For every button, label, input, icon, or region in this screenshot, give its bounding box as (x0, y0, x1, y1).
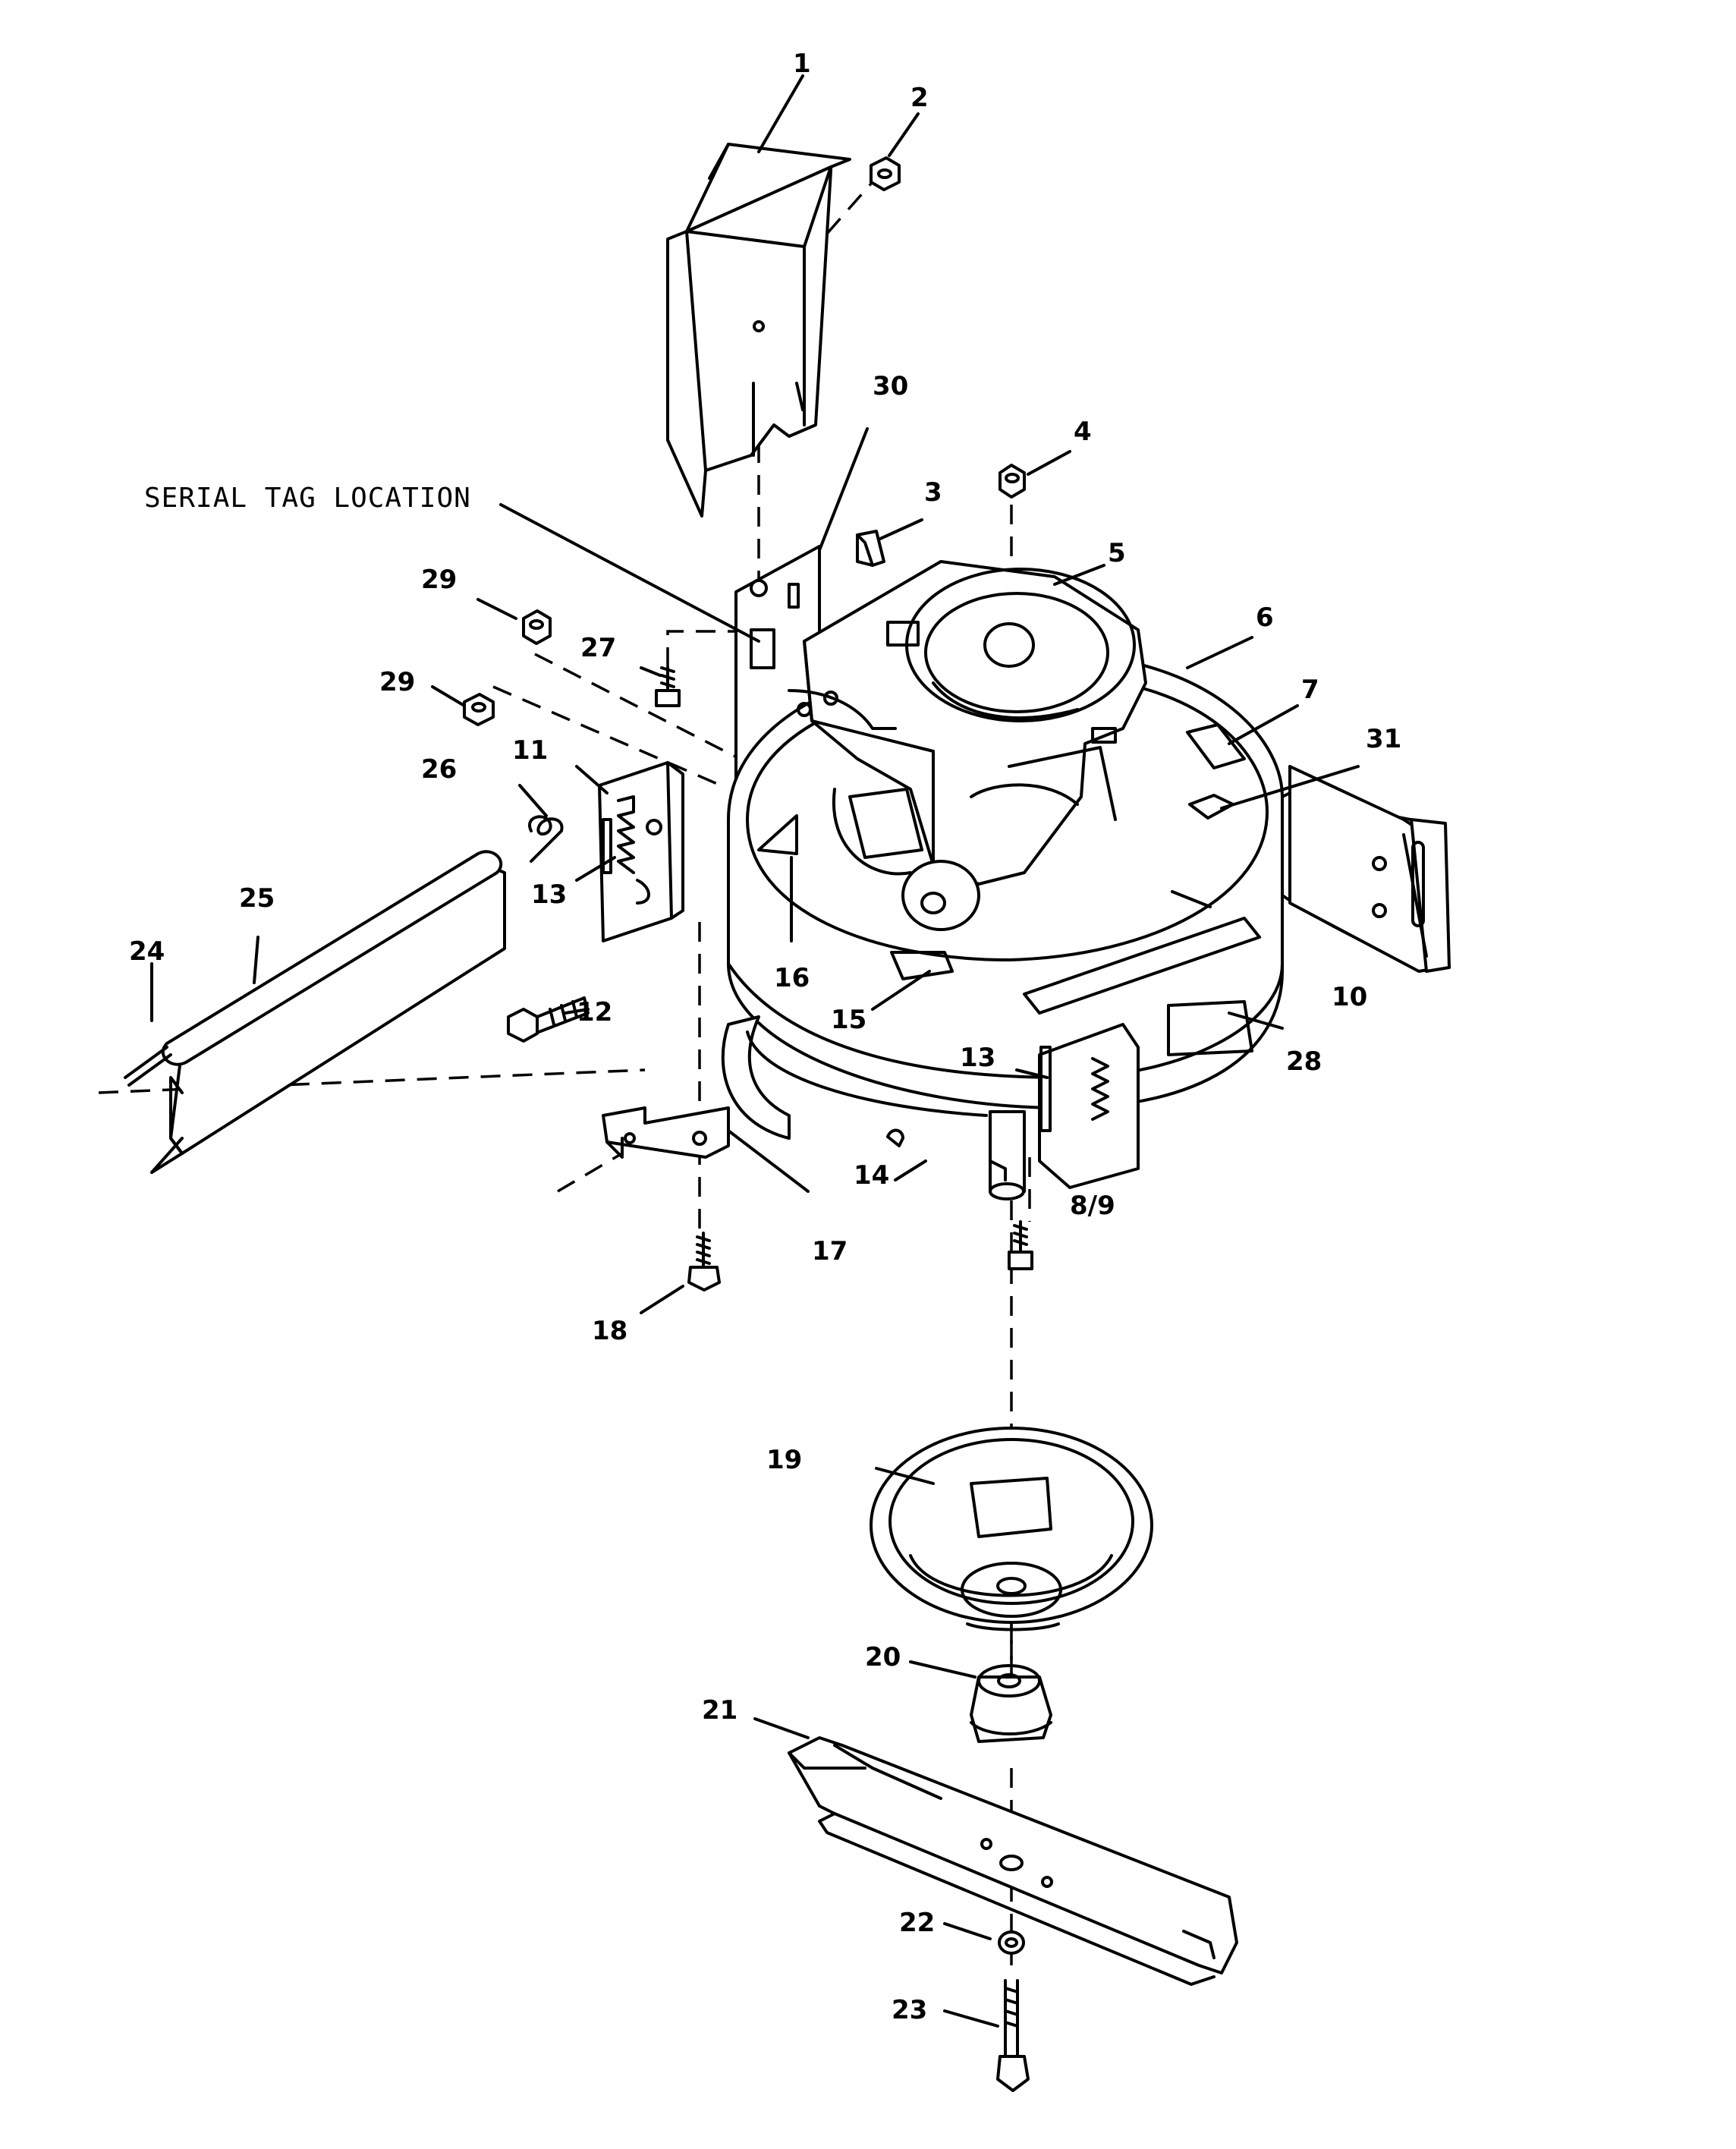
part-14-key (886, 1128, 904, 1147)
part-21-blade (788, 1736, 1238, 1986)
callout-20: 20 (865, 1642, 901, 1672)
part-10-decal (1023, 917, 1261, 1015)
part-19-blade-adapter (870, 1427, 1153, 1631)
callout-15: 15 (831, 1005, 866, 1035)
callout-6: 6 (1256, 603, 1274, 633)
callout-11: 11 (512, 735, 548, 766)
callout-numbers: 1 2 3 4 5 6 7 8/9 10 11 12 13 13 14 15 1… (129, 49, 1401, 2025)
serial-tag-location-note: SERIAL TAG LOCATION (144, 483, 471, 514)
part-11-height-adjuster (598, 761, 684, 942)
part-5-engine (788, 560, 1147, 931)
callout-2: 2 (910, 83, 929, 113)
part-28-decal (1167, 1000, 1253, 1056)
callout-21: 21 (702, 1695, 737, 1726)
callout-29-bottom: 29 (379, 667, 415, 697)
callout-19: 19 (766, 1445, 802, 1475)
part-13-height-adjuster-right (1038, 1023, 1140, 1189)
callout-8-9: 8/9 (1070, 1191, 1115, 1221)
callout-17: 17 (812, 1236, 848, 1266)
part-20-blade-hub (970, 1664, 1052, 1743)
leader-lines (150, 74, 1360, 2028)
part-3-cable-clip (856, 530, 885, 567)
part-25-rear-flap (150, 850, 506, 1174)
callout-16: 16 (774, 963, 810, 993)
callout-28: 28 (1286, 1046, 1322, 1077)
callout-26: 26 (421, 754, 457, 785)
part-4-nut (999, 464, 1026, 499)
callout-12: 12 (577, 997, 612, 1027)
part-29-nuts (463, 609, 552, 726)
callout-31: 31 (1366, 724, 1401, 754)
part-22-washer (998, 1930, 1025, 1955)
part-8-9-bolt (1008, 1220, 1033, 1270)
callout-1: 1 (793, 49, 811, 79)
part-26-spring (528, 815, 564, 863)
callout-13-left: 13 (531, 879, 567, 910)
part-16-decal (757, 814, 798, 855)
part-18-bolt (687, 1232, 721, 1292)
callout-18: 18 (592, 1316, 627, 1346)
part-15-decal (890, 951, 954, 980)
callout-24: 24 (129, 936, 165, 967)
callout-23: 23 (892, 1995, 927, 2025)
callout-29-top: 29 (421, 565, 457, 595)
callout-7: 7 (1301, 675, 1319, 705)
part-17-bracket (602, 1106, 730, 1159)
part-23-blade-bolt (996, 1979, 1030, 2092)
callout-27: 27 (580, 633, 616, 663)
callout-10: 10 (1332, 982, 1367, 1012)
callout-4: 4 (1074, 417, 1092, 447)
callout-25: 25 (239, 883, 275, 914)
part-12-bolt (507, 996, 590, 1043)
part-27-bolt (655, 666, 681, 707)
callout-22: 22 (899, 1908, 935, 1938)
callout-5: 5 (1108, 538, 1126, 568)
callout-13-right: 13 (960, 1043, 995, 1073)
callout-14: 14 (854, 1160, 889, 1191)
part-7-decal (1186, 723, 1246, 769)
callout-3: 3 (924, 477, 942, 508)
callout-30: 30 (873, 371, 908, 401)
part-24-rod (124, 1046, 172, 1087)
part-1-discharge-chute (666, 143, 851, 518)
part-2-nut (870, 156, 901, 191)
crankshaft (989, 1110, 1026, 1200)
